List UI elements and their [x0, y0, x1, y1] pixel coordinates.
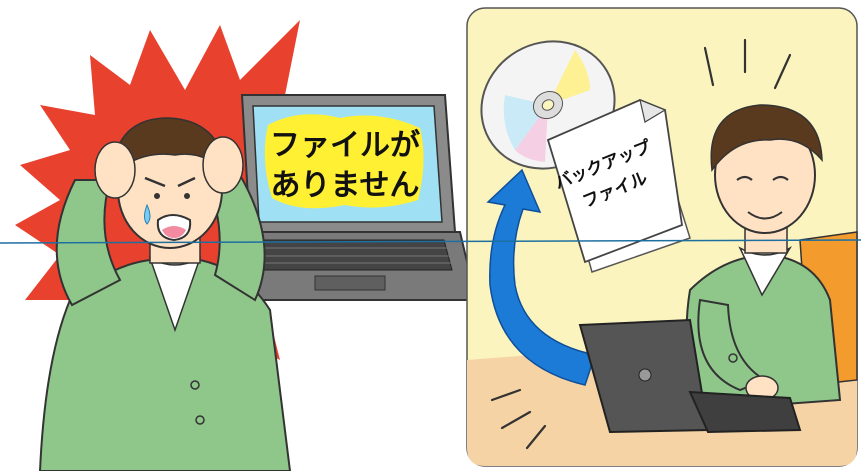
screen-message-line1: ファイルが	[270, 128, 420, 163]
left-panel: ファイルが ありません	[15, 20, 478, 471]
right-laptop	[578, 318, 802, 434]
screen-highlight-blob	[264, 114, 424, 209]
motion-lines	[490, 38, 792, 450]
left-laptop-keyboard-keys	[255, 239, 453, 271]
tear-drop	[144, 203, 151, 225]
backup-document	[546, 99, 691, 273]
right-man-hair	[710, 104, 823, 173]
backup-arrow	[486, 168, 596, 386]
left-laptop-touchpad	[314, 275, 386, 291]
screen-message-line2: ありません	[270, 168, 419, 203]
document-folded-corner	[639, 99, 667, 123]
horizontal-guide-line	[0, 239, 861, 244]
right-laptop-base	[688, 390, 802, 434]
left-man-right-hand	[202, 136, 244, 194]
right-panel: バックアップ ファイル	[466, 7, 858, 467]
right-man-smile	[747, 211, 783, 220]
left-man-left-hand	[94, 141, 136, 199]
cd-hole-inner	[541, 99, 555, 111]
left-laptop	[230, 94, 478, 301]
happy-man	[685, 104, 842, 412]
right-laptop-logo	[638, 368, 652, 382]
